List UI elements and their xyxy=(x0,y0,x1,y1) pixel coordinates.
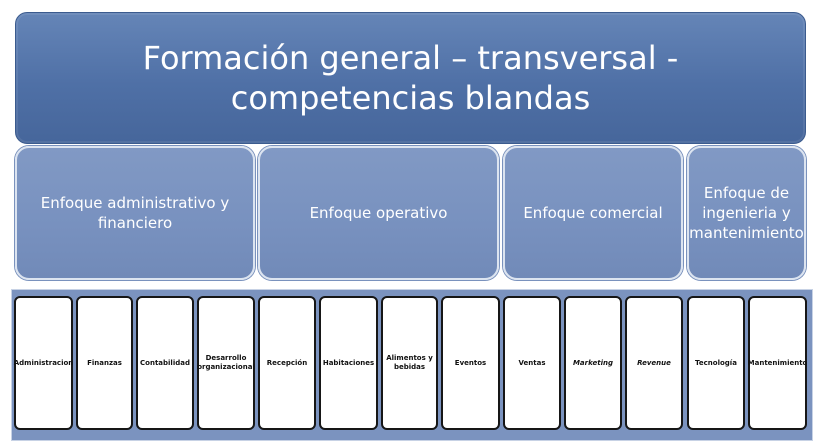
category-commercial-label: Enfoque comercial xyxy=(523,204,663,222)
item-eventos-label: Eventos xyxy=(454,358,487,367)
category-operations-label: Enfoque operativo xyxy=(309,204,448,222)
item-contabilidad-label: Contabilidad xyxy=(140,358,190,367)
category-engineering-maintenance-label: Enfoque de ingenieria y mantenimiento xyxy=(689,184,804,242)
item-contabilidad: Contabilidad xyxy=(136,296,194,430)
item-habitaciones-label: Habitaciones xyxy=(322,358,375,367)
item-desarrollo-organizacional-label: Desarrollo organizacional xyxy=(197,354,255,371)
item-administracion-label: Administracion xyxy=(13,358,74,367)
item-revenue-label: Revenue xyxy=(637,358,671,367)
item-tecnologia-label: Tecnología xyxy=(695,358,737,367)
item-desarrollo-organizacional: Desarrollo organizacional xyxy=(197,296,255,430)
item-ventas-label: Ventas xyxy=(518,358,546,367)
item-finanzas: Finanzas xyxy=(76,296,133,430)
category-admin-finance-label: Enfoque administrativo y financiero xyxy=(40,194,230,232)
item-revenue: Revenue xyxy=(625,296,683,430)
item-ventas: Ventas xyxy=(503,296,561,430)
item-mantenimiento: Mantenimiento xyxy=(748,296,807,430)
item-tecnologia: Tecnología xyxy=(687,296,745,430)
item-recepcion: Recepción xyxy=(258,296,316,430)
category-engineering-maintenance: Enfoque de ingenieria y mantenimiento xyxy=(687,146,806,280)
category-commercial: Enfoque comercial xyxy=(503,146,683,280)
item-habitaciones: Habitaciones xyxy=(319,296,378,430)
item-marketing-label: Marketing xyxy=(572,358,614,367)
item-finanzas-label: Finanzas xyxy=(87,358,122,367)
item-marketing: Marketing xyxy=(564,296,622,430)
general-training-title: Formación general – transversal - compet… xyxy=(142,39,679,117)
item-alimentos-y-bebidas-label: Alimentos y bebidas xyxy=(386,354,433,371)
item-mantenimiento-label: Mantenimiento xyxy=(747,358,808,367)
item-recepcion-label: Recepción xyxy=(266,358,308,367)
general-training-box: Formación general – transversal - compet… xyxy=(15,12,806,144)
category-operations: Enfoque operativo xyxy=(258,146,499,280)
category-admin-finance: Enfoque administrativo y financiero xyxy=(15,146,255,280)
item-eventos: Eventos xyxy=(441,296,500,430)
item-alimentos-y-bebidas: Alimentos y bebidas xyxy=(381,296,438,430)
item-administracion: Administracion xyxy=(14,296,73,430)
